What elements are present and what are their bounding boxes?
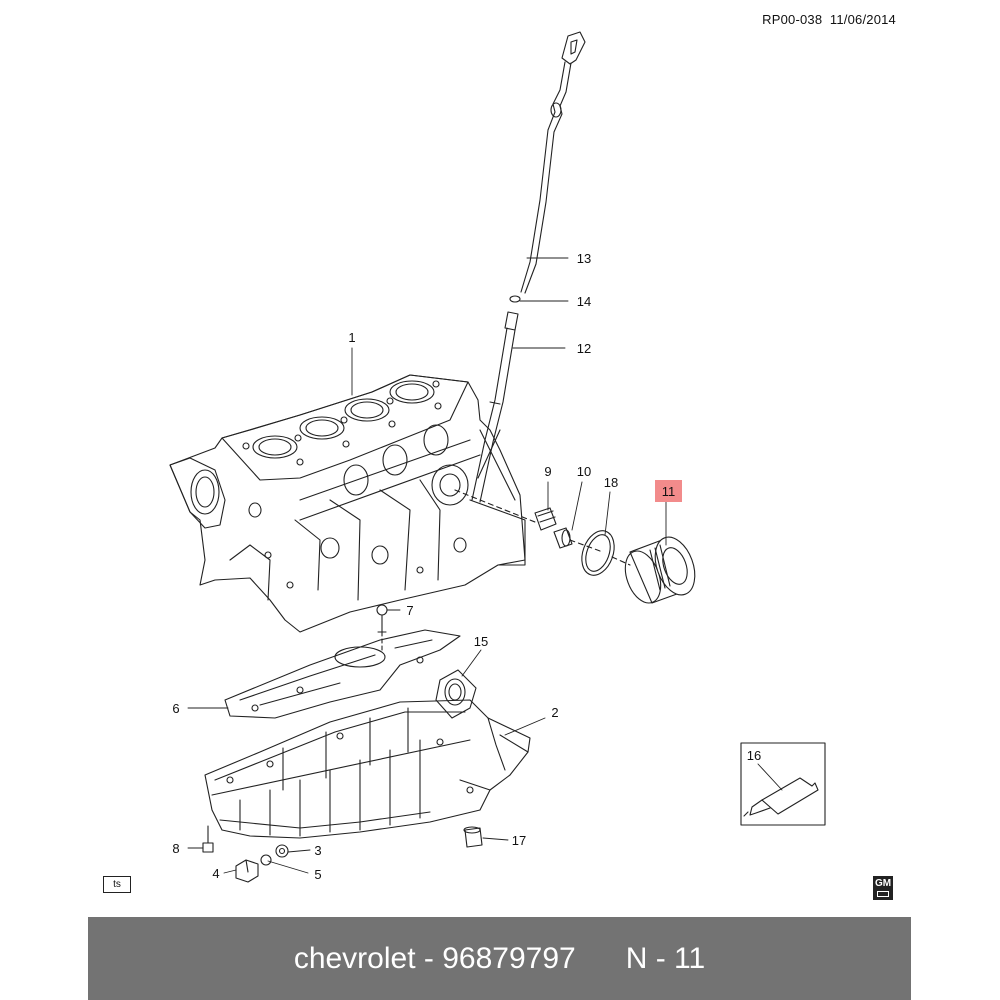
dipstick[interactable]	[520, 31, 586, 294]
ts-badge: ts	[103, 876, 131, 893]
callout-9[interactable]: 9	[544, 464, 551, 479]
callout-17[interactable]: 17	[512, 833, 526, 848]
reference-code: RP00-038	[762, 12, 823, 27]
diagram-reference: RP00-038 11/06/2014	[700, 12, 896, 27]
oil-pan[interactable]	[204, 699, 531, 839]
oil-filter[interactable]	[619, 532, 702, 608]
callout-14[interactable]: 14	[577, 294, 591, 309]
footer-part-number: 96879797	[442, 941, 576, 975]
callout-12[interactable]: 12	[577, 341, 591, 356]
oil-pan-bolt-upper[interactable]	[376, 604, 388, 633]
callout-11[interactable]: 11	[662, 484, 676, 499]
reference-date: 11/06/2014	[829, 12, 896, 27]
crankshaft-seal[interactable]	[435, 669, 477, 719]
callout-15[interactable]: 15	[474, 634, 488, 649]
footer-position: N - 11	[625, 941, 706, 975]
callout-1[interactable]: 1	[348, 330, 355, 345]
callout-8[interactable]: 8	[172, 841, 179, 856]
cylinder-block[interactable]	[169, 374, 536, 633]
gm-logo-icon: GM	[873, 876, 893, 900]
footer-brand: chevrolet	[293, 941, 416, 975]
callout-7[interactable]: 7	[406, 603, 413, 618]
callout-5[interactable]: 5	[314, 867, 321, 882]
callout-3[interactable]: 3	[314, 843, 321, 858]
callout-10[interactable]: 10	[577, 464, 591, 479]
filter-seal-ring[interactable]	[576, 526, 620, 579]
drain-plug-washer-a[interactable]	[275, 844, 289, 858]
oil-pan-gasket[interactable]	[224, 629, 461, 719]
oil-pan-bolt-lower[interactable]	[202, 825, 214, 853]
callout-16[interactable]: 16	[747, 748, 761, 763]
pan-magnet[interactable]	[463, 826, 483, 848]
callout-13[interactable]: 13	[577, 251, 591, 266]
callout-11-highlight	[655, 480, 682, 502]
drain-plug-washer-b[interactable]	[260, 854, 272, 866]
dipstick-o-ring[interactable]	[509, 295, 521, 303]
filter-adapter-bolt[interactable]	[534, 507, 557, 531]
callout-18[interactable]: 18	[604, 475, 618, 490]
callout-2[interactable]: 2	[551, 705, 558, 720]
sealant-tube[interactable]	[743, 777, 819, 817]
filter-nipple[interactable]	[553, 527, 573, 549]
drain-plug[interactable]	[235, 859, 259, 883]
callout-leaders	[187, 257, 783, 874]
dipstick-tube[interactable]	[471, 311, 519, 503]
part-footer-banner: chevrolet - 96879797 N - 11	[88, 917, 911, 1000]
callout-4[interactable]: 4	[212, 866, 219, 881]
callout-6[interactable]: 6	[172, 701, 179, 716]
